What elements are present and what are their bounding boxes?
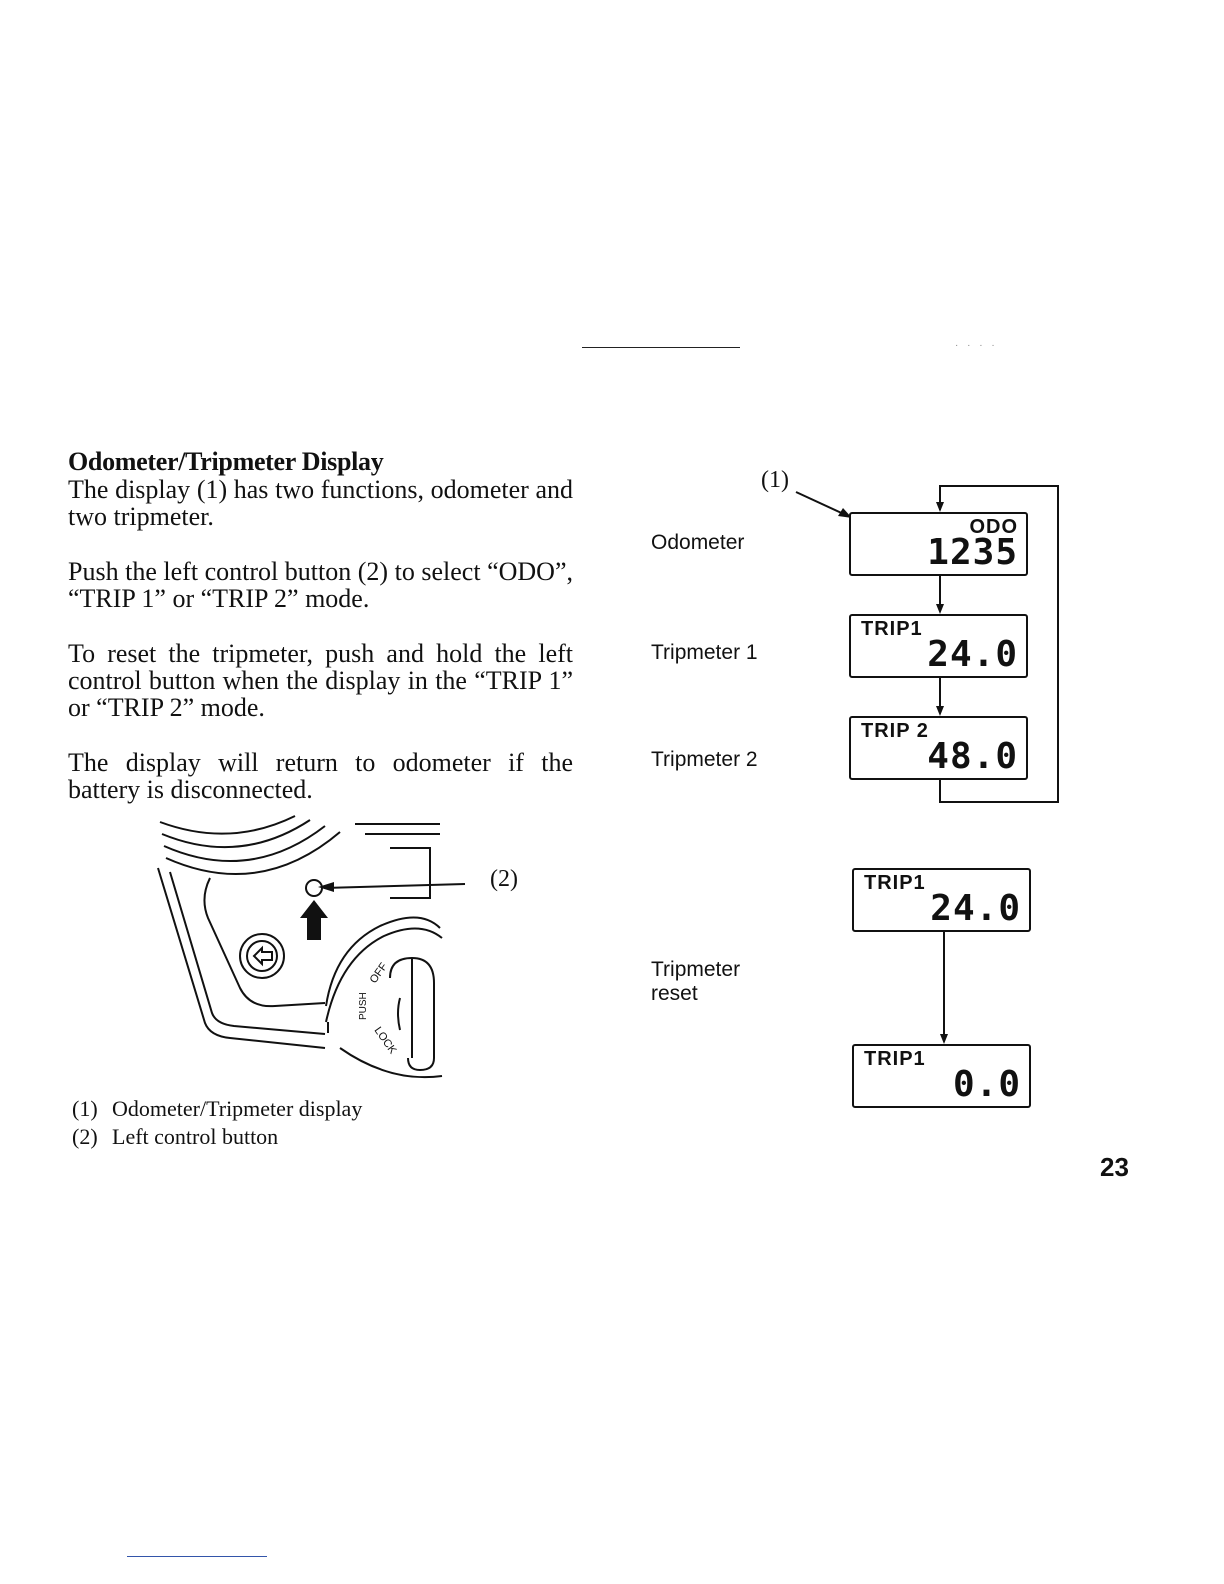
lcd-value-trip1: 24.0	[927, 634, 1018, 675]
switch-push-label: PUSH	[358, 992, 369, 1020]
lcd-reset-after: TRIP1 0.0	[852, 1044, 1031, 1108]
lcd-mode-reset-after: TRIP1	[864, 1048, 926, 1070]
paragraph-functions: The display (1) has two functions, odome…	[68, 475, 573, 531]
left-control-button-illustration: OFF PUSH LOCK	[157, 815, 466, 1079]
lcd-mode-reset-before: TRIP1	[864, 872, 926, 894]
figure-captions: (1)Odometer/Tripmeter display (2)Left co…	[72, 1095, 362, 1151]
section-heading: Odometer/Tripmeter Display	[68, 447, 384, 476]
lcd-value-reset-before: 24.0	[930, 888, 1021, 929]
caption-item: (2)Left control button	[72, 1124, 279, 1149]
label-tripmeter-1: Tripmeter 1	[651, 641, 758, 664]
reset-connector	[940, 930, 948, 1044]
lcd-tripmeter-1: TRIP1 24.0	[849, 614, 1028, 678]
label-tripmeter-reset: Tripmeter reset	[651, 958, 741, 1005]
scan-dots: · · · ·	[955, 340, 998, 351]
caption-item: (1)Odometer/Tripmeter display	[72, 1096, 363, 1121]
mode-cycle-connectors	[795, 485, 1059, 803]
lcd-value-reset-after: 0.0	[952, 1064, 1021, 1105]
label-tripmeter-2: Tripmeter 2	[651, 748, 758, 771]
lcd-mode-odo: ODO	[969, 516, 1018, 538]
top-rule	[582, 347, 740, 348]
lcd-value-odo: 1235	[927, 532, 1018, 573]
lcd-mode-trip2: TRIP 2	[861, 720, 929, 742]
label-odometer: Odometer	[651, 531, 745, 554]
paragraph-select-mode: Push the left control button (2) to sele…	[68, 557, 573, 613]
lcd-mode-trip1: TRIP1	[861, 618, 923, 640]
lcd-reset-before: TRIP1 24.0	[852, 868, 1031, 932]
switch-lock-label: LOCK	[372, 1025, 399, 1057]
page-number: 23	[1100, 1152, 1129, 1182]
paragraph-battery: The display will return to odometer if t…	[68, 748, 573, 804]
bottom-rule	[127, 1556, 267, 1557]
lcd-value-trip2: 48.0	[927, 736, 1018, 777]
switch-off-label: OFF	[368, 961, 391, 986]
lcd-odometer: ODO 1235	[849, 512, 1028, 576]
paragraph-reset: To reset the tripmeter, push and hold th…	[68, 639, 573, 722]
callout-2: (2)	[490, 866, 518, 892]
text-column: Odometer/Tripmeter Display The display (…	[68, 448, 573, 831]
callout-1: (1)	[761, 467, 789, 493]
lcd-tripmeter-2: TRIP 2 48.0	[849, 716, 1028, 780]
